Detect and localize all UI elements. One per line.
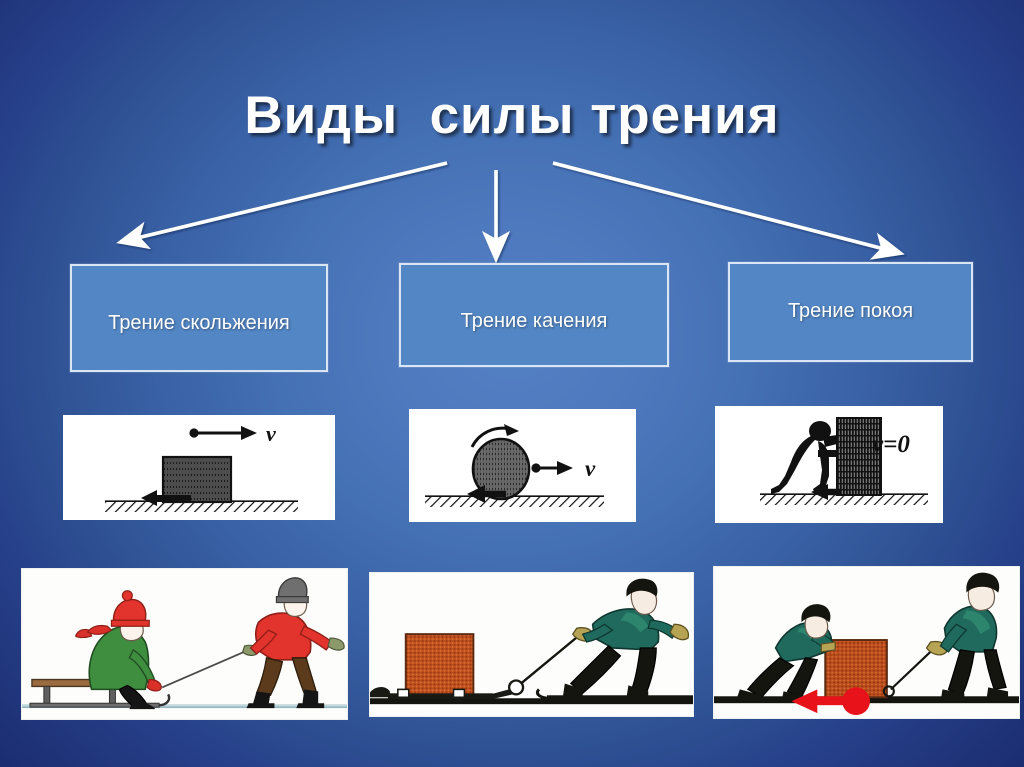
ground-hatch (425, 497, 604, 508)
cart-pulling-photo (369, 572, 694, 717)
ground-hatch (105, 502, 298, 513)
category-label-sliding: Трение скольжения (108, 312, 290, 334)
seated-child (74, 590, 162, 710)
pulling-man (535, 578, 693, 701)
velocity-arrow (189, 426, 257, 440)
rotation-arrow (470, 424, 519, 448)
sliding-friction-diagram: v (63, 415, 335, 520)
cart-with-crate (370, 633, 525, 700)
rope (161, 649, 249, 689)
category-box-rolling[interactable]: Трение качения (399, 263, 669, 367)
static-friction-diagram: v=0 (715, 406, 943, 523)
category-label-rolling: Трение качения (460, 310, 608, 332)
velocity-label: v (266, 421, 276, 446)
rolling-friction-diagram: v (409, 409, 636, 522)
page-title: Виды силы трения (244, 86, 780, 145)
sliding-block (161, 455, 233, 504)
pushing-man (735, 604, 836, 702)
friction-arrow (467, 485, 506, 503)
rope (890, 647, 936, 691)
cart-hitch-ring (507, 679, 525, 696)
category-box-static[interactable]: Трение покоя (728, 262, 973, 362)
ground-line (370, 698, 693, 705)
category-label-static: Трение покоя (787, 300, 914, 322)
friction-arrow (141, 490, 191, 506)
velocity-arrow (531, 461, 573, 475)
crate-hitch-ring (882, 685, 895, 698)
sled-pulling-photo (21, 568, 348, 720)
rolling-wheel (471, 437, 531, 501)
sled (29, 678, 171, 708)
pulling-man (925, 572, 1009, 702)
velocity-label: v (585, 456, 596, 481)
velocity-label: v=0 (872, 431, 910, 458)
rope (520, 633, 582, 685)
pushing-person-silhouette (771, 421, 837, 494)
ground-hatch (760, 495, 928, 506)
box-pushing-pulling-photo (713, 566, 1020, 719)
pulling-boy (241, 577, 345, 709)
friction-arrow (811, 484, 841, 500)
category-box-sliding[interactable]: Трение скольжения (70, 264, 328, 372)
red-friction-arrow (791, 687, 870, 716)
